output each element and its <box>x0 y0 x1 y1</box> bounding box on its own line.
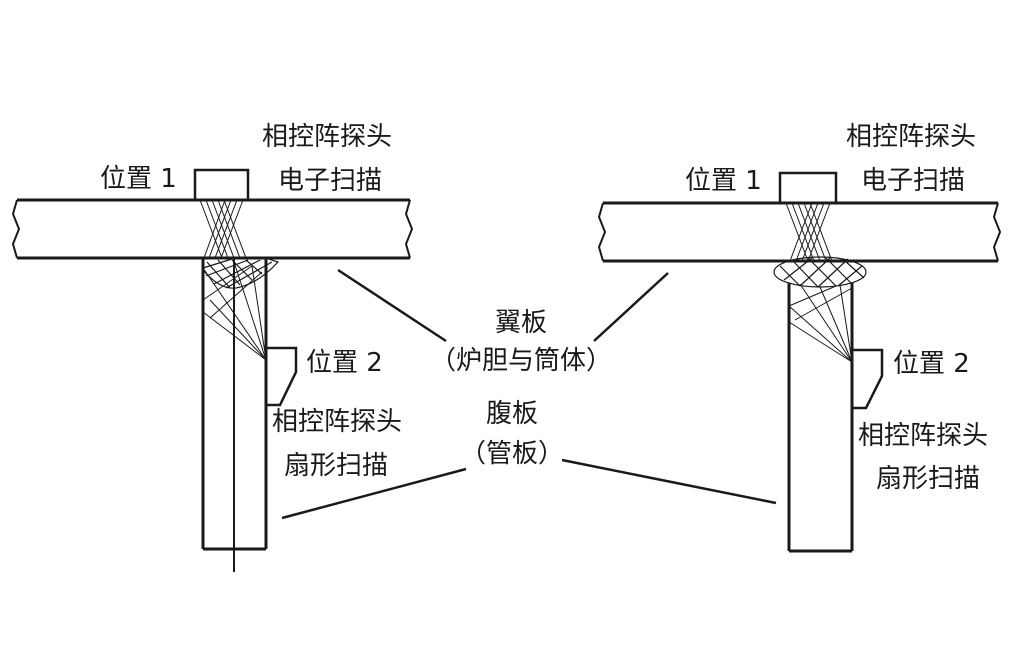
left-labels: 位置 1 相控阵探头 电子扫描 位置 2 相控阵探头 扇形扫描 <box>100 122 402 481</box>
right-probe-title-side: 相控阵探头 <box>858 421 988 451</box>
right-tee-joint <box>597 171 1002 553</box>
right-sector-scan-beams <box>788 283 853 363</box>
right-position1-label: 位置 1 <box>685 166 762 196</box>
web-label: 腹板 <box>486 399 538 429</box>
left-scan-type-top: 电子扫描 <box>278 166 382 196</box>
flange-leader-right <box>593 272 669 342</box>
right-probe-title-top: 相控阵探头 <box>846 122 976 152</box>
left-sector-scan-beams <box>202 261 267 361</box>
right-scan-type-side: 扇形扫描 <box>876 464 980 494</box>
web-leader-right <box>561 458 777 505</box>
right-position2-label: 位置 2 <box>893 349 970 379</box>
web-leader-left <box>281 467 467 520</box>
right-electronic-scan-beams <box>785 202 833 262</box>
leader-lines <box>281 268 777 520</box>
left-probe-title-side: 相控阵探头 <box>272 407 402 437</box>
flange-sublabel: （炉胆与筒体） <box>430 346 612 376</box>
center-labels: 翼板 （炉胆与筒体） 腹板 （管板） <box>430 308 612 469</box>
flange-label: 翼板 <box>495 308 547 338</box>
right-web-plate <box>787 283 854 553</box>
left-probe-title-top: 相控阵探头 <box>262 122 392 152</box>
right-probe-position1 <box>778 171 838 205</box>
left-position2-label: 位置 2 <box>306 348 383 378</box>
left-web-plate <box>201 258 268 572</box>
web-sublabel: （管板） <box>460 439 564 469</box>
left-scan-type-side: 扇形扫描 <box>284 451 388 481</box>
right-probe-position2 <box>852 348 884 410</box>
left-electronic-scan-beams <box>199 199 247 259</box>
right-scan-type-top: 电子扫描 <box>861 166 965 196</box>
left-tee-joint <box>11 168 414 572</box>
left-position1-label: 位置 1 <box>100 164 177 194</box>
left-probe-position2 <box>266 346 298 407</box>
left-probe-position1 <box>193 168 250 202</box>
right-labels: 位置 1 相控阵探头 电子扫描 位置 2 相控阵探头 扇形扫描 <box>685 122 988 494</box>
flange-leader-left <box>337 268 447 343</box>
